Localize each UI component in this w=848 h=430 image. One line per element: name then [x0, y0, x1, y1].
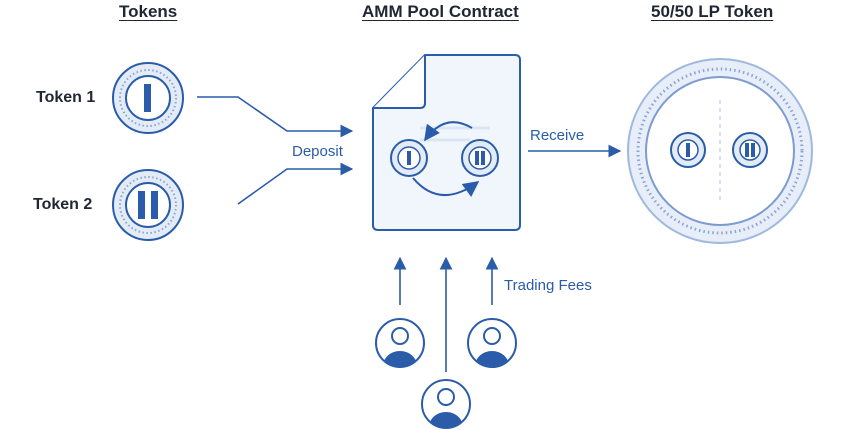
swap-arrow-top-icon [424, 121, 473, 142]
trading-fees-label: Trading Fees [504, 277, 592, 294]
trader-3-avatar-icon [467, 318, 517, 368]
token-2-symbol-icon-left [138, 191, 145, 219]
deposit-label: Deposit [292, 143, 343, 160]
tokens-heading: Tokens [119, 2, 178, 21]
swap-arrow-bottom-icon [412, 177, 480, 197]
token-2-symbol-icon-right [151, 191, 158, 219]
pool-heading: AMM Pool Contract [362, 2, 519, 21]
token-1-symbol-icon [144, 84, 151, 112]
lp-coin-1-icon [670, 132, 706, 168]
pool-document-icon [372, 54, 521, 231]
receive-label: Receive [530, 127, 585, 144]
token-1-coin [112, 62, 184, 134]
token-1-label: Token 1 [36, 89, 96, 106]
token-2-coin [112, 169, 184, 241]
lp-coin-2-icon [732, 132, 768, 168]
lp-token-heading: 50/50 LP Token [651, 2, 774, 21]
pool-coin-2 [461, 139, 499, 177]
token-2-label: Token 2 [33, 196, 93, 213]
deposit-arrow-token-2 [237, 162, 354, 205]
lp-token-coin [627, 58, 813, 244]
trader-1-avatar-icon [375, 318, 425, 368]
trader-2-avatar-icon [421, 379, 471, 429]
deposit-arrow-token-1 [197, 96, 354, 138]
pool-coin-1 [390, 139, 428, 177]
